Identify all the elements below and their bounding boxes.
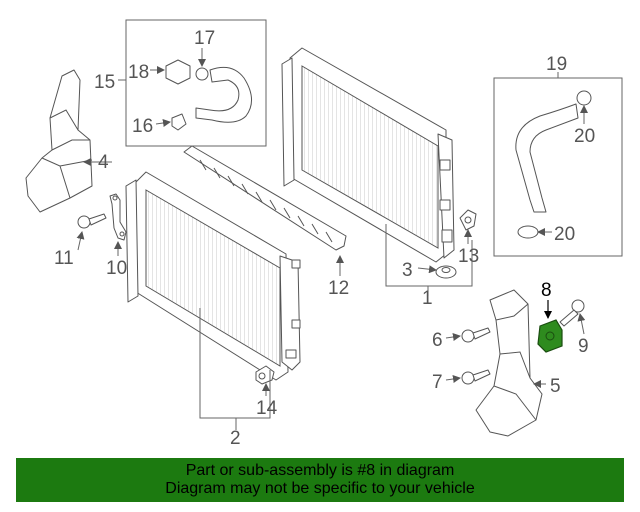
- bolt-part-6: [461, 327, 491, 343]
- bracket-part-10: [109, 193, 127, 241]
- callout-6: 6: [432, 330, 443, 351]
- drain-plug-part-13: [459, 209, 477, 231]
- banner-line-2: Diagram may not be specific to your vehi…: [165, 480, 475, 497]
- callout-2: 2: [230, 428, 241, 449]
- callout-12: 12: [328, 278, 349, 299]
- callout-7: 7: [432, 372, 443, 393]
- callout-14: 14: [256, 398, 278, 419]
- callout-9: 9: [578, 336, 589, 357]
- bolt-part-11: [77, 213, 107, 229]
- callout-4: 4: [98, 152, 109, 173]
- callout-13: 13: [458, 246, 479, 267]
- callout-17: 17: [194, 28, 215, 49]
- info-banner: Part or sub-assembly is #8 in diagram Di…: [16, 458, 624, 502]
- callout-5: 5: [550, 376, 561, 397]
- hose-assembly-box-15: [125, 19, 267, 147]
- callout-8-highlighted: 8: [541, 280, 552, 301]
- callout-3: 3: [402, 260, 413, 281]
- callout-18: 18: [128, 62, 149, 83]
- callout-19: 19: [546, 54, 567, 75]
- hose-assembly-box-19: [493, 77, 623, 257]
- callout-1: 1: [422, 288, 433, 309]
- banner-line-1: Part or sub-assembly is #8 in diagram: [185, 462, 455, 479]
- callout-20-bottom: 20: [554, 224, 575, 245]
- parts-diagram: 1 2 3 4 5 6 7 8 9 10 11 12 13 14 15 16 1…: [25, 19, 623, 449]
- radiator-part-1: [281, 47, 455, 263]
- condenser-part-2: [125, 171, 301, 381]
- bolt-part-7: [461, 369, 491, 385]
- highlighted-part-8: [537, 319, 563, 353]
- callout-15: 15: [94, 72, 115, 93]
- callout-10: 10: [106, 258, 127, 279]
- leader-lines: [76, 48, 588, 430]
- part-8-shape: [537, 319, 563, 353]
- left-air-guide-part-4: [25, 69, 93, 213]
- right-air-guide-part-5: [475, 289, 543, 437]
- bolt-part-9: [559, 299, 585, 327]
- callout-20-top: 20: [574, 126, 595, 147]
- shroud-bar-part-12: [183, 145, 347, 251]
- mount-part-3: [435, 265, 457, 279]
- callout-16: 16: [132, 116, 153, 137]
- callout-11: 11: [54, 248, 74, 269]
- callout-labels: 1 2 3 4 5 6 7 8 9 10 11 12 13 14 15 16 1…: [54, 28, 595, 449]
